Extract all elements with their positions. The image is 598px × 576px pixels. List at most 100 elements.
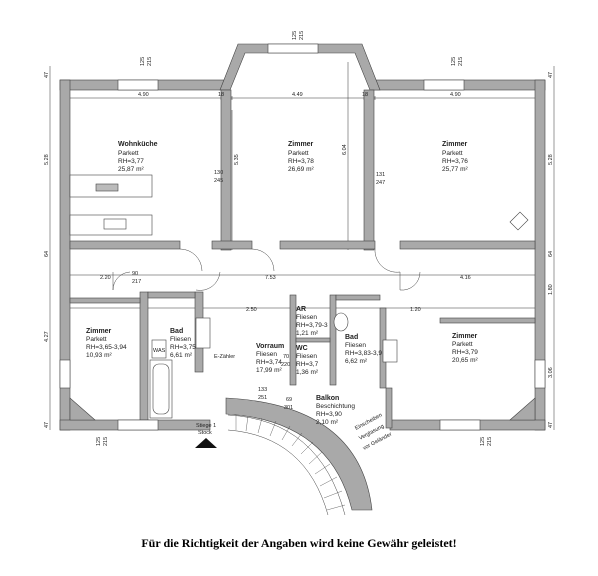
room-floor: Fliesen [170, 336, 191, 343]
dim-label: 133 [258, 387, 267, 393]
dim-label: 2.50 [246, 307, 257, 313]
dim-label: 47 [44, 72, 50, 78]
room-vorraum: Vorraum Fliesen RH=3,74 17,99 m² [256, 343, 284, 374]
room-area: 10,93 m² [86, 352, 112, 359]
room-name: Zimmer [288, 141, 314, 148]
dim-label: 7.53 [265, 275, 276, 281]
dim-label: 69 [286, 397, 292, 403]
dim-label: 4.49 [292, 92, 303, 98]
dim-label: 125 [451, 57, 457, 66]
dim-label: 130 [214, 170, 223, 176]
room-area: 26,69 m² [288, 166, 314, 173]
stair-treads [235, 415, 346, 511]
dim-label: 64 [548, 251, 554, 257]
dim-label: 47 [44, 422, 50, 428]
room-height: RH=3,77 [118, 158, 144, 165]
dim-label: 5.28 [44, 154, 50, 165]
room-area: 6,61 m² [170, 352, 193, 359]
dim-label: 3.06 [548, 367, 554, 378]
dim-label: 1.20 [410, 307, 421, 313]
room-zimmer-lower-right: Zimmer Parkett RH=3,79 20,65 m² [452, 333, 478, 364]
dim-label: 5.35 [234, 154, 240, 165]
dim-label: 6.04 [342, 144, 348, 155]
room-floor: Fliesen [296, 353, 317, 360]
dim-label: 125 [140, 57, 146, 66]
stair-arrow-icon [195, 438, 217, 448]
dim-label: 301 [284, 405, 293, 411]
room-height: RH=3,83-3,9 [345, 350, 382, 357]
dim-label: 18 [362, 92, 368, 98]
room-area: 17,99 m² [256, 367, 282, 374]
room-height: RH=3,78 [288, 158, 314, 165]
stair-label: Stiege 1 [196, 423, 216, 429]
dim-label: 251 [258, 395, 267, 401]
room-ar: AR Fliesen RH=3,79-3 1,21 m² [296, 306, 328, 337]
room-floor: Parkett [452, 341, 473, 348]
room-bad-left: Bad Fliesen RH=3,75 6,61 m² [170, 328, 196, 359]
room-height: RH=3,74 [256, 359, 282, 366]
dim-label: 215 [147, 57, 153, 66]
room-name: Bad [345, 334, 358, 341]
washer-label: WAS [153, 348, 166, 354]
room-floor: Parkett [442, 150, 463, 157]
room-name: Wohnküche [118, 141, 158, 148]
room-floor: Fliesen [256, 351, 277, 358]
room-floor: Beschichtung [316, 403, 355, 410]
room-wohnkueche: Wohnküche Parkett RH=3,77 25,87 m² [118, 141, 158, 173]
dim-label: 5.28 [548, 154, 554, 165]
dimension-texts: 4.90 18 4.49 18 4.90 5.28 5.28 5.35 6.04… [44, 31, 554, 446]
room-name: WC [296, 345, 308, 352]
dim-label: 131 [376, 172, 385, 178]
misc-labels: Stiege 1 Stock E-Zähler WAS Einscheiben … [153, 348, 393, 452]
dim-label: 220 [281, 362, 290, 368]
room-area: 25,77 m² [442, 166, 468, 173]
room-name: Zimmer [86, 328, 112, 335]
door-swings [112, 248, 421, 291]
dim-label: 215 [103, 437, 109, 446]
room-name: Balkon [316, 395, 339, 402]
stair-sub-label: Stock [198, 430, 212, 436]
dim-label: 245 [214, 178, 223, 184]
room-zimmer-right: Zimmer Parkett RH=3,76 25,77 m² [442, 141, 468, 173]
room-height: RH=3,65-3,94 [86, 344, 127, 351]
disclaimer-text: Für die Richtigkeit der Angaben wird kei… [141, 536, 457, 550]
room-height: RH=3,79 [452, 349, 478, 356]
room-name: Bad [170, 328, 183, 335]
room-floor: Parkett [86, 336, 107, 343]
windows [59, 43, 546, 431]
room-bad-right: Bad Fliesen RH=3,83-3,9 6,62 m² [345, 334, 382, 365]
room-area: 2,10 m² [316, 419, 339, 426]
dim-label: 4.27 [44, 331, 50, 342]
room-floor: Parkett [118, 150, 139, 157]
room-height: RH=3,76 [442, 158, 468, 165]
dim-label: 217 [132, 279, 141, 285]
room-area: 25,87 m² [118, 166, 144, 173]
room-height: RH=3,79-3 [296, 322, 328, 329]
dim-label: 215 [458, 57, 464, 66]
room-height: RH=3,7 [296, 361, 319, 368]
room-name: Zimmer [452, 333, 478, 340]
dim-label: 247 [376, 180, 385, 186]
stair-curve [227, 414, 346, 516]
floor-plan: Wohnküche Parkett RH=3,77 25,87 m² Zimme… [44, 31, 555, 516]
room-labels: Wohnküche Parkett RH=3,77 25,87 m² Zimme… [86, 141, 478, 426]
dim-label: 1.80 [548, 284, 554, 295]
dim-label: 18 [218, 92, 224, 98]
room-floor: Fliesen [345, 342, 366, 349]
room-height: RH=3,75 [170, 344, 196, 351]
dim-label: 2.20 [100, 275, 111, 281]
dim-label: 215 [299, 31, 305, 40]
dim-label: 47 [548, 72, 554, 78]
meter-label: E-Zähler [214, 354, 235, 360]
fixtures [69, 174, 529, 419]
room-wc: WC Fliesen RH=3,7 1,36 m² [296, 345, 319, 376]
dim-label: 125 [96, 437, 102, 446]
dim-label: 125 [480, 437, 486, 446]
dim-label: 215 [487, 437, 493, 446]
room-zimmer-mid: Zimmer Parkett RH=3,78 26,69 m² [288, 141, 314, 173]
stair-curve-inner [227, 429, 329, 516]
room-floor: Fliesen [296, 314, 317, 321]
room-name: AR [296, 306, 306, 313]
dim-label: 47 [548, 422, 554, 428]
walls [59, 43, 546, 511]
